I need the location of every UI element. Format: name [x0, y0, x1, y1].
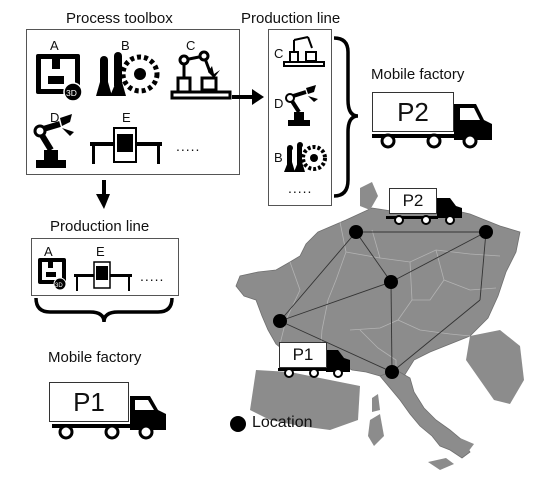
map-corsica — [372, 394, 380, 412]
robot-gear-icon — [284, 142, 327, 172]
map-sicily — [428, 458, 454, 470]
pl-right-letter-b: B — [274, 150, 283, 165]
map-iberia — [250, 370, 360, 430]
map-location-nodes — [273, 225, 493, 379]
production-line-right-title: Production line — [241, 10, 341, 27]
location-node — [273, 314, 287, 328]
pl-right-letter-d: D — [274, 96, 284, 111]
truck-p1-plate: P1 — [279, 342, 327, 368]
pl-right-letter-c: C — [274, 46, 284, 61]
toolbox-letter-c: C — [186, 38, 196, 53]
legend-label: Location — [252, 414, 313, 431]
pl-right-more: ..... — [288, 180, 313, 196]
location-node — [349, 225, 363, 239]
pl-left-letter-e: E — [96, 244, 105, 259]
map-sardinia — [368, 414, 384, 446]
mobile-factory-right-plate: P2 — [372, 92, 454, 132]
mobile-factory-left-plate: P1 — [49, 382, 129, 422]
robot-arm-icon — [33, 114, 74, 168]
badge-3d-line: 3D — [55, 283, 63, 289]
robot-gear-icon — [96, 52, 160, 96]
location-node — [384, 275, 398, 289]
robot-arm-welding-icon — [170, 50, 232, 100]
map-italy-heel — [460, 438, 474, 452]
conveyor-machine-icon — [74, 261, 132, 291]
map-network-edges — [279, 231, 487, 373]
truck-p2-plate: P2 — [389, 188, 437, 214]
map-balkans — [466, 330, 524, 404]
mobile-factory-right-title: Mobile factory — [371, 66, 465, 83]
location-node — [385, 365, 399, 379]
location-node — [479, 225, 493, 239]
toolbox-more: ..... — [176, 138, 201, 154]
toolbox-letter-a: A — [50, 38, 59, 53]
map-italy — [379, 369, 471, 459]
arrow-down-icon — [96, 180, 110, 209]
map-country-borders — [279, 221, 501, 372]
toolbox-letter-d: D — [50, 110, 60, 125]
toolbox-letter-e: E — [122, 110, 131, 125]
3d-printer-icon — [38, 258, 67, 291]
toolbox-letter-b: B — [121, 38, 130, 53]
toolbox-title: Process toolbox — [66, 10, 173, 27]
pl-left-more: ..... — [140, 268, 165, 284]
robot-arm-welding-icon — [283, 36, 325, 67]
mobile-factory-left-title: Mobile factory — [48, 349, 142, 366]
conveyor-machine-icon — [90, 127, 162, 164]
3d-printer-icon — [36, 54, 83, 102]
legend-dot — [230, 416, 246, 432]
map-denmark — [360, 182, 378, 210]
robot-arm-icon — [285, 85, 318, 126]
badge-3d-toolbox: 3D — [66, 88, 77, 98]
arrow-right-icon — [232, 89, 264, 105]
pl-left-letter-a: A — [44, 244, 53, 259]
production-line-left-title: Production line — [50, 218, 150, 235]
